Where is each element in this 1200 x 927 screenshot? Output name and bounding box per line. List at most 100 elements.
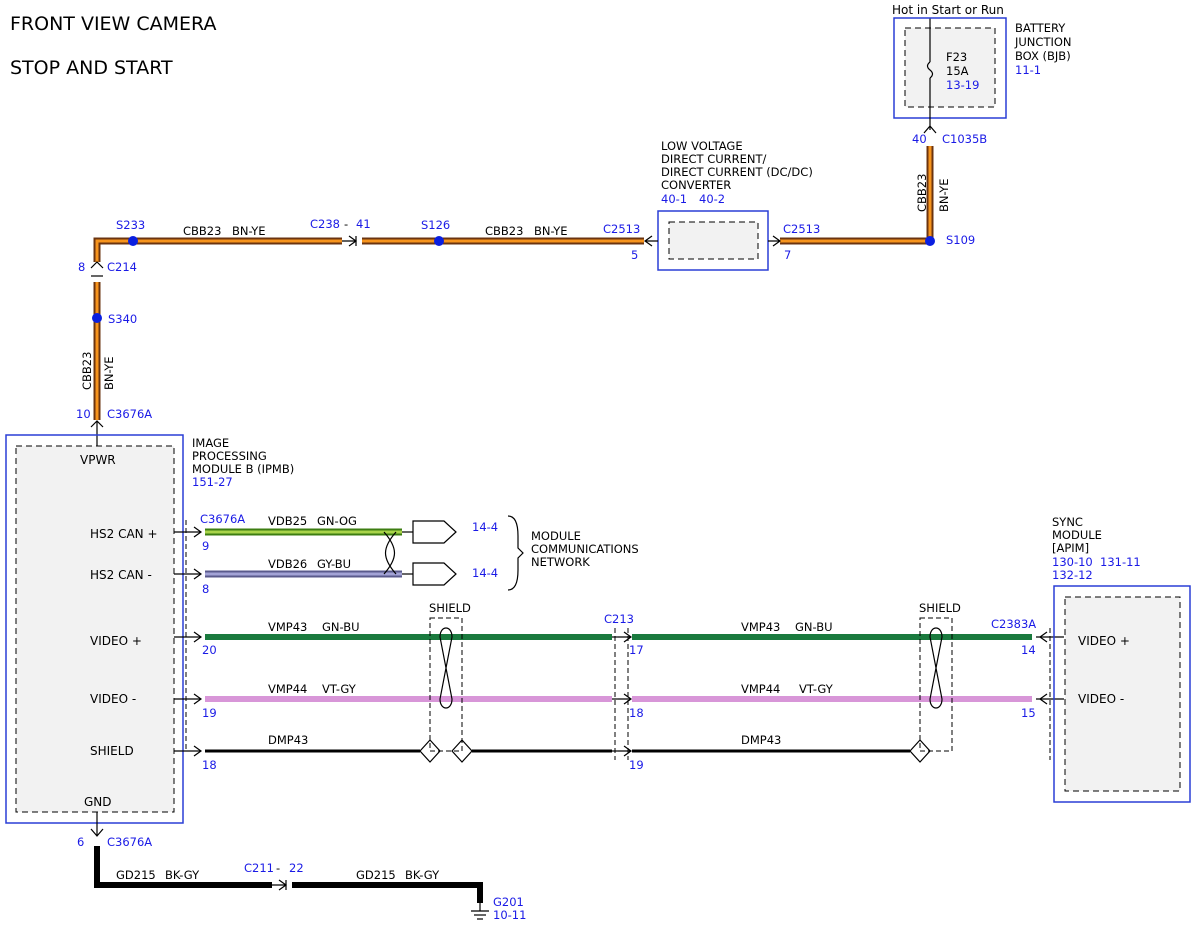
gnd-pin: 6 <box>77 835 84 849</box>
inline-connector-icon <box>342 235 358 247</box>
drain-pin-ipmb: 18 <box>202 758 217 772</box>
ipmb-name-3: MODULE B (IPMB) <box>192 462 294 476</box>
bjb-ref: 11-1 <box>1015 63 1041 77</box>
splice-s126-label: S126 <box>421 218 450 232</box>
power-circuit-vertical-ipmb: CBB23 <box>80 352 94 390</box>
ipmb-power-pin: 10 <box>76 407 91 421</box>
ipmb-pin-video-minus: VIDEO - <box>90 692 136 706</box>
splice-s233-label: S233 <box>116 218 145 232</box>
shield-twist-icon <box>439 627 453 709</box>
sync-name-3: [APIM] <box>1052 541 1089 555</box>
connector-arrow-icon <box>90 261 104 269</box>
can-minus-color: GY-BU <box>317 557 351 571</box>
video-minus-pin-ipmb: 19 <box>202 706 217 720</box>
video-plus-circuit-2: VMP43 <box>741 620 780 634</box>
c213-label: C213 <box>604 612 634 626</box>
gnd-connector: C3676A <box>107 835 152 849</box>
network-line-3: NETWORK <box>531 555 590 569</box>
network-line-1: MODULE <box>531 529 581 543</box>
drain-circuit-1: DMP43 <box>268 733 308 747</box>
power-color-vertical-ipmb: BN-YE <box>102 356 116 390</box>
twist-icon <box>383 531 397 575</box>
ground-point: G201 <box>493 895 524 909</box>
network-line-2: COMMUNICATIONS <box>531 542 639 556</box>
ipmb-pin-vpwr: VPWR <box>80 453 116 467</box>
c214-label: C214 <box>107 260 137 274</box>
c238-pin: 41 <box>356 217 371 231</box>
power-color-s233: BN-YE <box>232 224 266 238</box>
fuse-ref: 13-19 <box>946 78 979 92</box>
video-plus-color-2: GN-BU <box>795 620 833 634</box>
drain-pin-c213: 19 <box>629 758 644 772</box>
page-title: FRONT VIEW CAMERA <box>10 13 216 35</box>
connector-arrow-icon <box>643 235 658 247</box>
network-brace-icon <box>507 515 524 591</box>
dcdc-left-pin: 5 <box>631 248 638 262</box>
sync-name-1: SYNC <box>1052 515 1083 529</box>
fuse-id: F23 <box>946 50 967 64</box>
page-subtitle: STOP AND START <box>10 57 173 79</box>
bjb-name-2: JUNCTION <box>1014 35 1072 49</box>
ipmb-ref: 151-27 <box>192 475 233 489</box>
sync-ref-3: 132-12 <box>1052 568 1093 582</box>
c211-label: C211 <box>244 861 274 875</box>
dcdc-name-1: LOW VOLTAGE <box>661 139 743 153</box>
drain-circuit-2: DMP43 <box>741 733 781 747</box>
ipmb-name-2: PROCESSING <box>192 449 267 463</box>
can-wires <box>174 526 413 580</box>
can-minus-offpage-icon <box>412 562 457 586</box>
gnd-color-2: BK-GY <box>405 868 440 882</box>
c211-dash: - <box>276 861 280 875</box>
bjb-connector: C1035B <box>942 132 987 146</box>
power-wire <box>93 146 934 420</box>
gnd-color-1: BK-GY <box>165 868 200 882</box>
can-plus-circuit: VDB25 <box>268 514 307 528</box>
sync-name-2: MODULE <box>1052 528 1102 542</box>
dcdc-ref-1: 40-1 <box>661 192 687 206</box>
c238-dash: - <box>344 217 348 231</box>
can-connector: C3676A <box>200 512 245 526</box>
video-wires <box>174 617 1064 763</box>
can-minus-circuit: VDB26 <box>268 557 307 571</box>
ground-wire <box>90 812 489 920</box>
sync-pin-video-minus: VIDEO - <box>1078 692 1124 706</box>
ipmb-pin-hs2-can-minus: HS2 CAN - <box>90 568 152 582</box>
fuse-icon <box>926 61 934 79</box>
video-minus-color-1: VT-GY <box>322 682 357 696</box>
ipmb-power-connector: C3676A <box>107 407 152 421</box>
video-plus-pin-sync: 14 <box>1021 643 1036 657</box>
shield-twist-icon <box>929 627 943 709</box>
sync-ref-2: 131-11 <box>1100 555 1141 569</box>
power-circuit-s126: CBB23 <box>485 224 523 238</box>
shield-label-1: SHIELD <box>429 601 471 615</box>
video-plus-pin-c213: 17 <box>629 643 644 657</box>
splice-s340-label: S340 <box>108 312 137 326</box>
video-minus-circuit-1: VMP44 <box>268 682 307 696</box>
sync-internal <box>1064 596 1181 792</box>
can-minus-ref: 14-4 <box>472 566 498 580</box>
ipmb-pin-video-plus: VIDEO + <box>90 634 142 648</box>
c238-label: C238 <box>310 217 340 231</box>
splice-s109-label: S109 <box>946 233 975 247</box>
shield-label-2: SHIELD <box>919 601 961 615</box>
gnd-circuit-1: GD215 <box>116 868 156 882</box>
video-plus-circuit-1: VMP43 <box>268 620 307 634</box>
dcdc-name-3: DIRECT CURRENT (DC/DC) <box>661 165 813 179</box>
c211-pin: 22 <box>289 861 304 875</box>
c2383a-label: C2383A <box>991 617 1036 631</box>
ipmb-box <box>5 434 184 824</box>
video-minus-color-2: VT-GY <box>799 682 834 696</box>
power-circuit-vertical-bjb: CBB23 <box>915 174 929 212</box>
dcdc-left-connector: C2513 <box>603 222 640 236</box>
power-circuit-s233: CBB23 <box>183 224 221 238</box>
bjb-internal <box>904 27 996 108</box>
can-plus-offpage-icon <box>412 520 457 544</box>
ipmb-pin-hs2-can-plus: HS2 CAN + <box>90 527 158 541</box>
connector-arrow-icon <box>923 125 937 134</box>
dcdc-name-2: DIRECT CURRENT/ <box>661 152 767 166</box>
splice-s340 <box>92 313 102 323</box>
bjb-box <box>893 17 1007 119</box>
power-color-vertical-bjb: BN-YE <box>937 178 951 212</box>
dcdc-right-connector: C2513 <box>783 222 820 236</box>
